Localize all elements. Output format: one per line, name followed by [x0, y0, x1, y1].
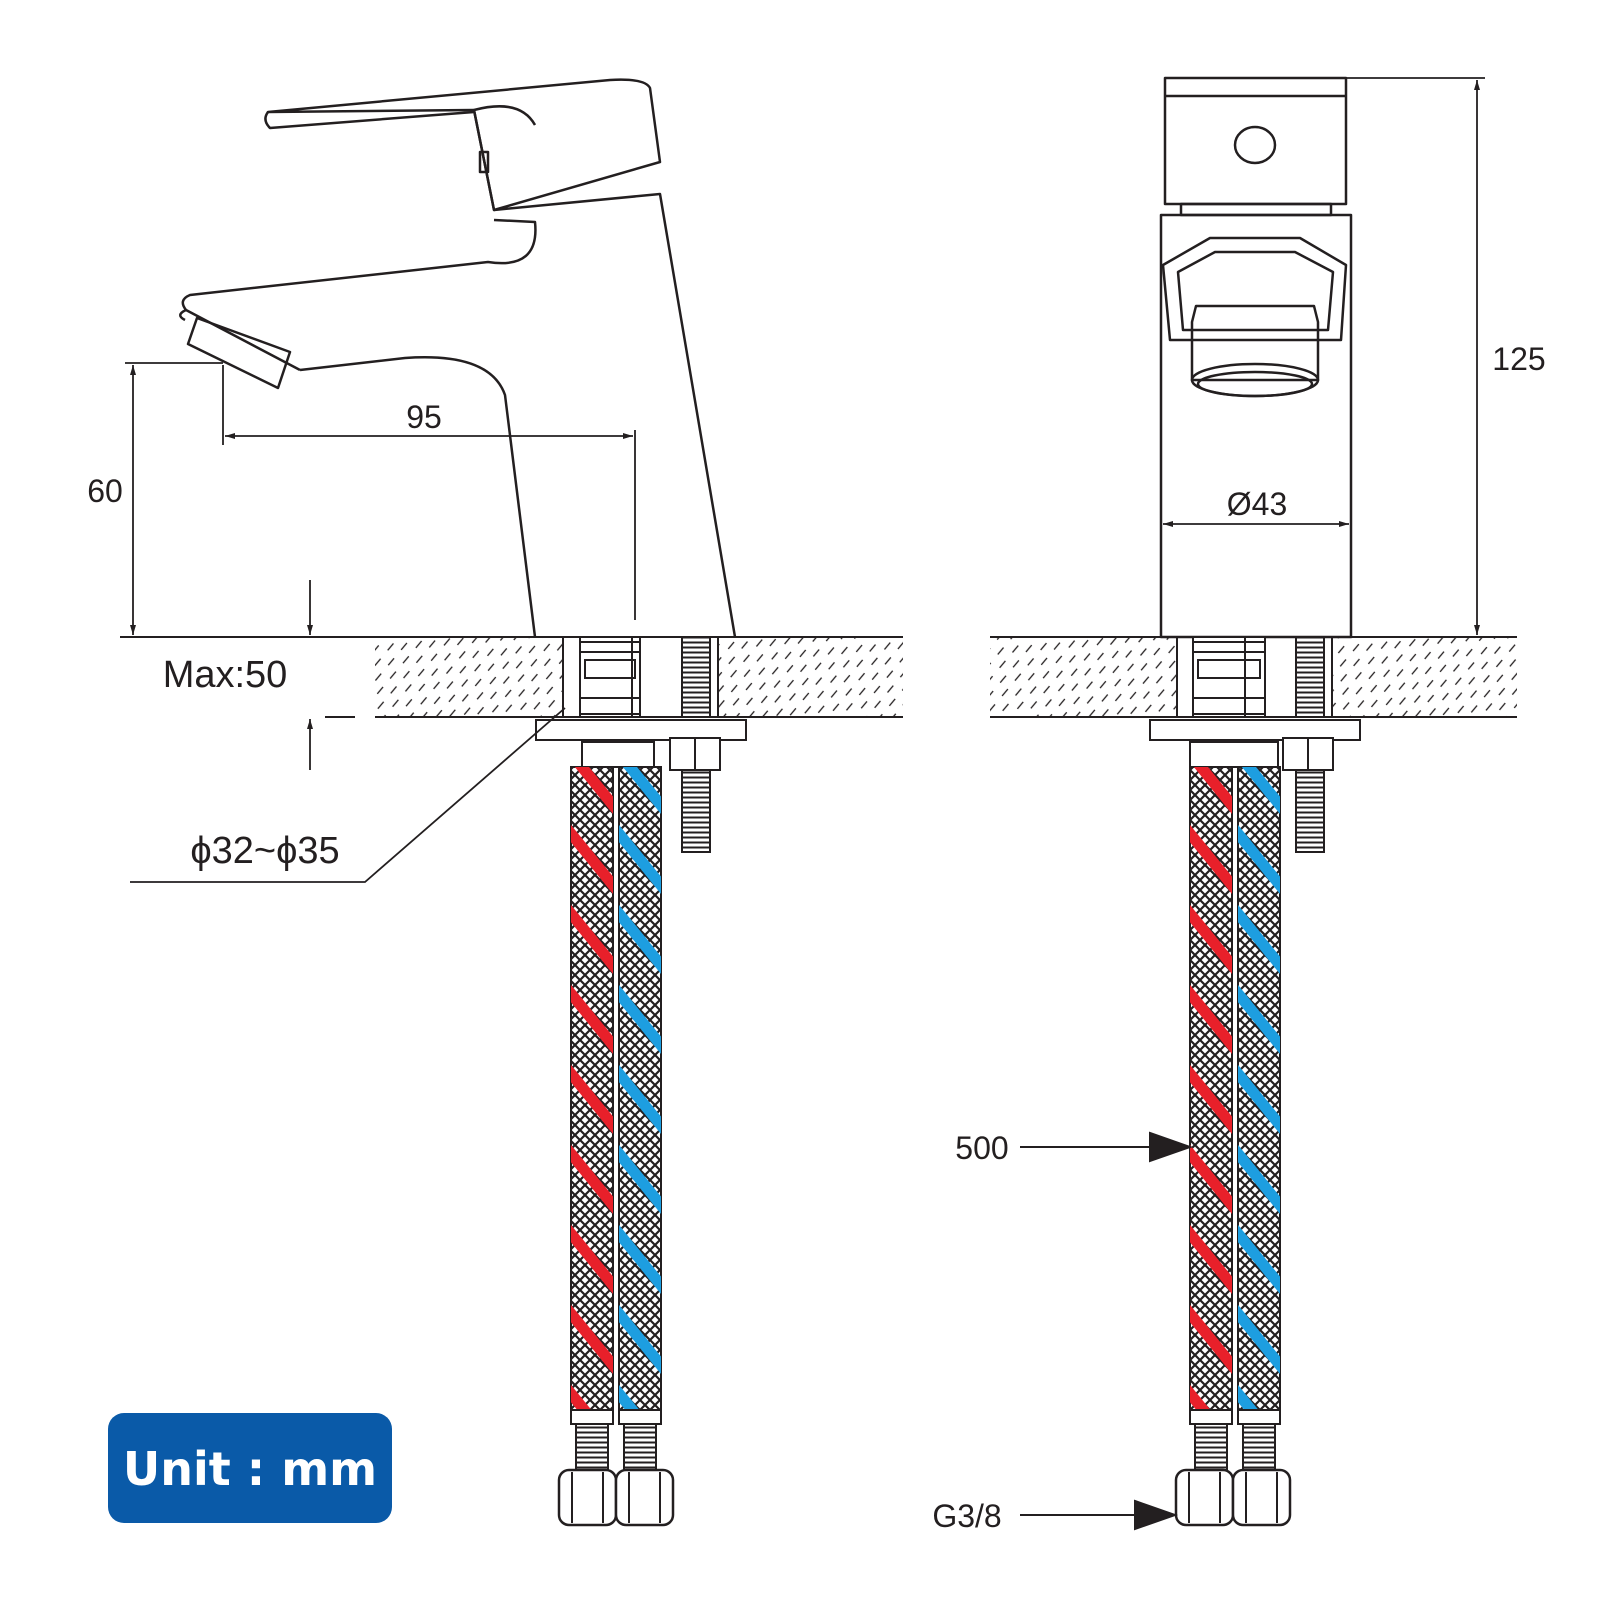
- body-diameter-label: Ø43: [1227, 486, 1287, 522]
- cold-stripes-left: [619, 767, 661, 1410]
- faucet-side-profile: [179, 78, 737, 638]
- countertop-left: [120, 636, 903, 718]
- countertop-right: [990, 636, 1517, 718]
- unit-badge-label: Unit : mm: [123, 1442, 377, 1496]
- unit-badge: Unit : mm: [108, 1413, 392, 1523]
- max-deck-label: Max:50: [163, 654, 288, 696]
- faucet-front-profile: [1159, 76, 1353, 639]
- spout-height-label: 60: [87, 473, 123, 509]
- hot-stripes-right: [1190, 767, 1232, 1410]
- dim-hose-length: [1020, 1131, 1194, 1163]
- dim-spout-reach: [222, 365, 636, 620]
- cold-stripes-right: [1238, 767, 1280, 1410]
- thread-size-label: G3/8: [932, 1498, 1001, 1534]
- total-height-label: 125: [1492, 341, 1545, 377]
- dim-hole-diameter: [130, 707, 566, 883]
- fittings-right: [1149, 636, 1361, 853]
- hot-hose-left: [557, 766, 618, 1527]
- hot-hose-right: [1174, 766, 1235, 1527]
- dim-spout-height: [125, 362, 223, 635]
- hose-length-label: 500: [955, 1130, 1008, 1166]
- dim-total-height: [1346, 77, 1485, 635]
- cold-hose-right: [1231, 766, 1292, 1527]
- hole-diameter-label: ϕ32~ϕ35: [190, 830, 339, 872]
- spout-reach-label: 95: [406, 399, 442, 435]
- fittings-left: [535, 636, 747, 853]
- hot-stripes-left: [571, 767, 613, 1410]
- cold-hose-left: [614, 766, 675, 1527]
- dim-thread-size: [1020, 1499, 1179, 1531]
